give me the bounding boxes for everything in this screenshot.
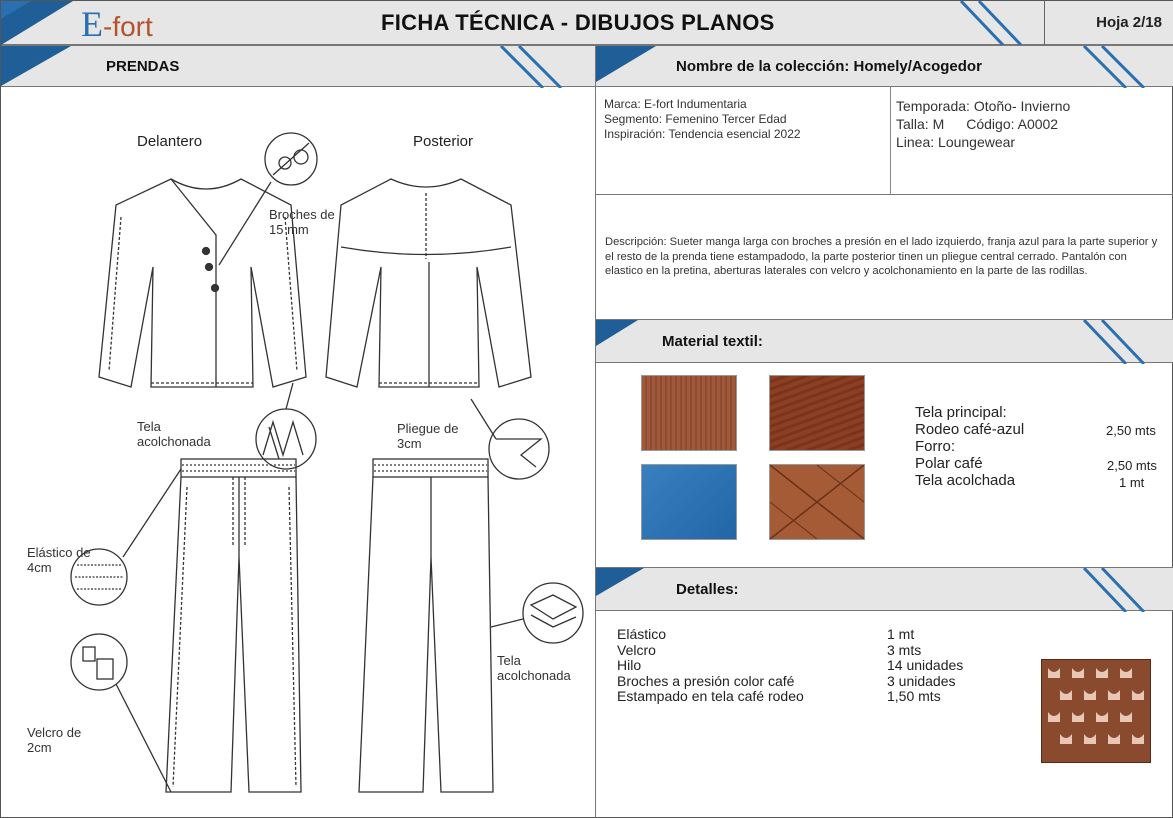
garments-title: PRENDAS [106,58,180,75]
flat-sketches [70,132,584,793]
swatch-blue [641,464,737,540]
detail-qty: 3 unidades [887,672,956,689]
sheet-number: Hoja 2/18 [1096,14,1162,31]
print-pattern-swatch [1041,659,1151,763]
brand-line: Marca: E-fort Indumentaria [604,97,747,111]
page-title: FICHA TÉCNICA - DIBUJOS PLANOS [381,10,775,35]
material-item: Tela acolchada [915,472,1016,489]
details-qty-list: 1 mt 3 mts 14 unidades 3 unidades 1,50 m… [887,626,964,705]
front-pants-sketch [165,458,302,793]
brand-logo: E-fort [81,4,153,44]
details-header: Detalles: [596,567,1173,612]
material-item: Forro: [915,438,956,455]
section-triangle-icon [596,568,644,596]
detail-item: Broches a presión color café [617,672,795,689]
detail-item: Velcro [617,641,656,658]
season-info: Temporada: Otoño- Invierno Talla: M Códig… [896,97,1070,151]
section-triangle-icon [596,320,638,346]
garments-header: PRENDAS [1,45,595,88]
collection-title: Nombre de la colección: Homely/Acogedor [676,58,982,75]
stripes-icon [499,46,563,88]
detail-item: Hilo [617,657,642,674]
material-title: Material textil: [662,333,763,350]
material-qty: 2,50 mts [1107,458,1157,473]
collection-info: Marca: E-fort Indumentaria Segmento: Fem… [596,87,1173,195]
column-divider [595,45,596,818]
swatch-rodeo [641,375,737,451]
detail-qty: 14 unidades [887,657,964,674]
material-qty: 1 mt [1119,475,1145,490]
print-pattern-icon [1048,668,1144,744]
detail-item: Elástico [617,626,667,642]
detail-qty: 1,50 mts [887,688,941,705]
stripes-icon [1082,568,1146,612]
quilted-pattern-icon [769,464,865,540]
back-pants-sketch [358,458,494,793]
code-value: Código: A0002 [966,116,1059,132]
size-code-line: Talla: M Código: A0002 [896,115,1070,133]
sheet-number-box: Hoja 2/18 [1044,1,1173,45]
logo-triangle-icon [1,1,73,45]
stripes-icon [959,1,1023,45]
top-header: E-fort FICHA TÉCNICA - DIBUJOS PLANOS Ho… [1,1,1173,45]
collection-header: Nombre de la colección: Homely/Acogedor [596,45,1173,88]
material-item: Polar café [915,455,983,472]
section-triangle-icon [1,46,71,86]
segment-line: Segmento: Femenino Tercer Edad [604,112,787,126]
material-item: Tela principal: [915,404,1007,421]
details-title: Detalles: [676,581,739,598]
detail-qty: 1 mt [887,626,915,642]
material-header: Material textil: [596,319,1173,364]
stripes-icon [1082,46,1146,88]
swatch-polar [769,375,865,451]
line-line: Linea: Loungewear [896,134,1016,150]
details-list: Elástico Velcro Hilo Broches a presión c… [617,626,804,705]
stripes-icon [1082,320,1146,364]
back-label: Posterior [413,133,474,150]
garment-description: Descripción: Sueter manga larga con broc… [605,236,1158,277]
material-item: Rodeo café-azul [915,421,1025,438]
detail-qty: 3 mts [887,641,922,658]
front-label: Delantero [137,133,203,150]
info-divider [890,87,891,195]
section-triangle-icon [596,46,656,82]
brand-info: Marca: E-fort Indumentaria Segmento: Fem… [604,97,801,142]
season-line: Temporada: Otoño- Invierno [896,98,1071,114]
front-sweater-sketch [98,178,307,388]
detail-item: Estampado en tela café rodeo [617,688,804,705]
material-qty: 2,50 mts [1106,423,1156,438]
size-value: Talla: M [896,116,945,132]
swatch-quilted [769,464,865,540]
back-sweater-sketch [325,178,532,388]
material-list: Tela principal: Rodeo café-azul Forro: P… [915,404,1024,489]
inspiration-line: Inspiración: Tendencia esencial 2022 [604,127,801,141]
